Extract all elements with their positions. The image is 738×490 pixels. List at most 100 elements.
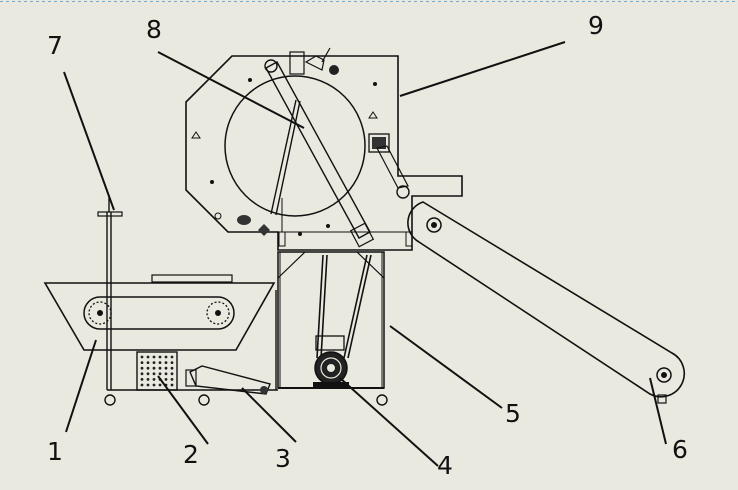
housing-outline [185, 55, 463, 251]
grid-dot [164, 361, 168, 364]
grid-dot [164, 372, 168, 376]
conveyor-bottom-pulley [656, 367, 672, 383]
frame-brace-right [356, 251, 385, 279]
grid-dot [152, 383, 156, 387]
belt-right-strand [343, 254, 368, 359]
hopper-belt [83, 296, 235, 330]
conveyor-bottom-pulley-hub [661, 372, 667, 378]
callout-8: 8 [146, 15, 162, 44]
grid-dot [170, 378, 174, 381]
feed-hopper [43, 274, 276, 351]
grid-dot [146, 361, 150, 364]
housing-mark [191, 131, 201, 139]
grid-dot [152, 372, 156, 376]
callout-7: 7 [47, 31, 63, 60]
housing-hole [248, 78, 252, 82]
grid-dot [146, 378, 150, 381]
leader-lines [63, 41, 667, 467]
grid-dot [158, 383, 162, 387]
small-pump [185, 365, 271, 395]
top-bracket [289, 51, 305, 75]
top-bolt [329, 65, 339, 75]
grid-dot [152, 378, 156, 381]
grid-dot [170, 361, 174, 364]
inclined-conveyor [407, 201, 685, 404]
grid-dot [158, 372, 162, 376]
grid-dot [140, 361, 144, 364]
stand-caster [104, 394, 116, 406]
grid-dot [170, 355, 174, 359]
leader-2 [157, 375, 209, 445]
grid-dot [164, 378, 168, 381]
grid-dot [152, 355, 156, 359]
grid-dot [146, 366, 150, 370]
drive-belt [316, 254, 372, 359]
leader-9 [399, 41, 566, 97]
leader-8 [157, 51, 305, 129]
leader-7 [63, 71, 115, 211]
hydraulic-cylinder [264, 59, 375, 248]
control-box-grid [140, 355, 174, 387]
electric-motor [313, 335, 349, 388]
grid-dot [158, 361, 162, 364]
leader-3 [241, 387, 297, 443]
belt-left-strand [316, 254, 324, 359]
housing-bolt [237, 215, 251, 225]
pole-cap [97, 211, 123, 217]
grid-dot [140, 355, 144, 359]
housing-foot-left [278, 231, 286, 247]
callout-4: 4 [437, 451, 453, 480]
grid-dot [140, 372, 144, 376]
cylinder-rod [270, 99, 297, 215]
conveyor-top-pulley [426, 217, 442, 233]
conveyor-belt-outline [407, 201, 685, 398]
grid-dot [140, 378, 144, 381]
grid-dot [146, 383, 150, 387]
callout-2: 2 [183, 440, 199, 469]
tension-roller [396, 185, 410, 199]
grid-dot [146, 372, 150, 376]
grid-dot [140, 383, 144, 387]
callout-3: 3 [275, 444, 291, 473]
cylinder-top-eye [264, 59, 278, 73]
leader-1 [65, 339, 97, 433]
hopper-body [43, 282, 276, 351]
grid-dot [164, 355, 168, 359]
housing-bolt [258, 224, 270, 236]
housing-hole [210, 180, 214, 184]
grid-dot [140, 366, 144, 370]
left-stand [97, 196, 278, 406]
housing-drum-opening [224, 75, 366, 217]
top-lever [321, 47, 331, 63]
grid-dot [152, 361, 156, 364]
frame-caster [376, 394, 388, 406]
hopper-right-pulley [206, 301, 230, 325]
main-housing [185, 47, 463, 251]
housing-foot-right [405, 231, 413, 247]
motor-shaft [327, 364, 335, 372]
motor-base [313, 382, 349, 388]
leader-4 [339, 377, 439, 467]
grid-dot [158, 366, 162, 370]
hopper-left-pulley [88, 301, 112, 325]
callout-9: 9 [588, 11, 604, 40]
conveyor-top-pulley-hub [431, 222, 437, 228]
housing-hole [373, 82, 377, 86]
grid-dot [158, 355, 162, 359]
cylinder-rod-2 [275, 100, 301, 216]
housing-hole [214, 212, 222, 220]
callout-5: 5 [505, 399, 521, 428]
control-box [136, 351, 178, 391]
grid-dot [152, 366, 156, 370]
belt-right-strand-2 [347, 254, 372, 359]
stand-caster [198, 394, 210, 406]
arm-pivot-block-core [372, 137, 386, 149]
grid-dot [164, 366, 168, 370]
grid-dot [170, 372, 174, 376]
control-box-body [136, 351, 178, 391]
hopper-right-hub [215, 310, 221, 316]
motor-fan-ring [320, 357, 342, 379]
housing-hole [326, 224, 330, 228]
